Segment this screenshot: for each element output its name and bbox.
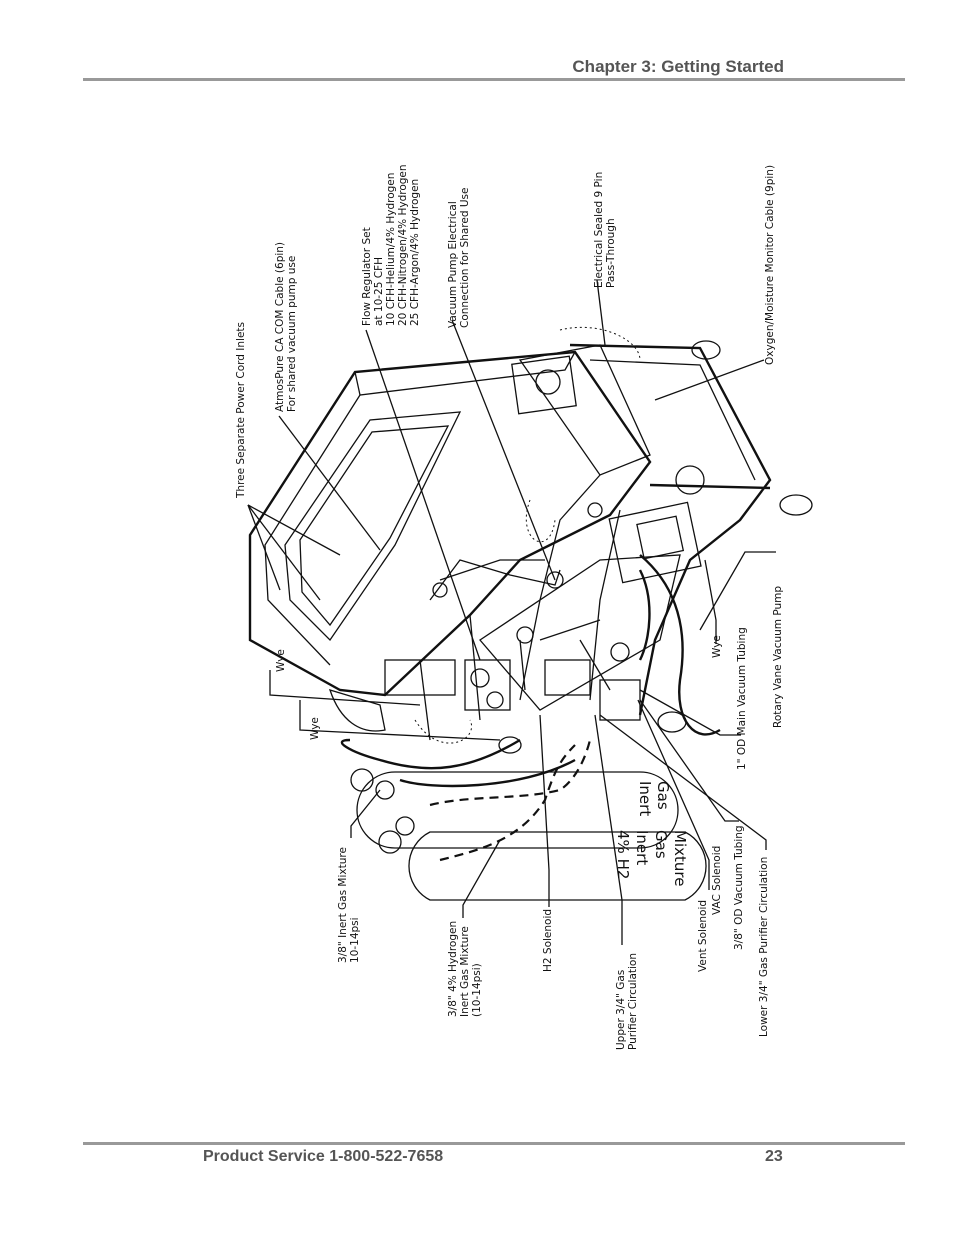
glovebox-drawing	[248, 326, 813, 788]
label-wye-3: Wye	[309, 717, 321, 740]
tank-h2-line1: 4% H2	[614, 830, 632, 879]
label-main-vac-tubing: 1" OD Main Vacuum Tubing	[736, 627, 748, 770]
label-flow-line3: 10 CFH-Helium/4% Hydrogen	[385, 173, 397, 326]
chapter-title: Chapter 3: Getting Started	[572, 57, 784, 76]
label-vac-solenoid: VAC Solenoid	[711, 846, 723, 915]
header-rule	[83, 78, 905, 81]
label-h2-line1: 3/8" 4% Hydrogen	[447, 921, 459, 1017]
label-flow-line1: Flow Regulator Set	[361, 227, 373, 326]
tank-inert-line2: Gas	[654, 781, 672, 810]
callout-labels: 3/8" Inert Gas Mixture 10-14psi 3/8" 4% …	[235, 164, 784, 1050]
label-inert-gas-psi: 10-14psi	[349, 917, 361, 963]
label-flow-line4: 20 CFH-Nitrogen/4% Hydrogen	[397, 164, 409, 326]
valve-cluster	[384, 642, 641, 721]
label-vac-tubing-38: 3/8" OD Vacuum Tubing	[733, 825, 745, 950]
label-upper-line1: Upper 3/4" Gas	[615, 970, 627, 1050]
label-vent-solenoid: Vent Solenoid	[697, 900, 709, 972]
footer-service-phone: Product Service 1-800-522-7658	[203, 1148, 444, 1165]
page-number: 23	[765, 1148, 783, 1165]
tank-inert-line1: Inert	[636, 781, 654, 816]
label-flow-line5: 25 CFH-Argon/4% Hydrogen	[409, 179, 421, 326]
leader-lines	[247, 279, 776, 945]
label-vpe-line1: Vacuum Pump Electrical	[447, 201, 459, 328]
label-wye-1: Wye	[711, 635, 723, 658]
label-h2-line2: Inert Gas Mixture	[459, 926, 471, 1017]
tank-h2-line3: Gas	[652, 830, 670, 859]
label-inert-gas: 3/8" Inert Gas Mixture	[337, 847, 349, 963]
label-rotary-pump: Rotary Vane Vacuum Pump	[772, 586, 784, 728]
label-com-line2: For shared vacuum pump use	[286, 256, 298, 412]
label-vpe-line2: Connection for Shared Use	[459, 188, 471, 328]
label-flow-line2: at 10-25 CFH	[373, 257, 385, 326]
tank-h2-line2: Inert	[633, 830, 651, 865]
label-h2-solenoid: H2 Solenoid	[542, 909, 554, 972]
label-h2-line3: (10-14psi)	[471, 963, 483, 1017]
label-o2-cable: Oxygen/Moisture Monitor Cable (9pin)	[764, 165, 776, 365]
label-power-inlets: Three Separate Power Cord Inlets	[235, 322, 247, 499]
tank-h2-line4: Mixture	[671, 830, 689, 886]
label-com-line1: AtmosPure CA COM Cable (6pin)	[274, 242, 286, 412]
label-elec-line1: Electrical Sealed 9 Pin	[593, 172, 605, 288]
gas-tanks: Inert Gas 4% H2 Inert Gas Mixture	[350, 739, 707, 901]
label-wye-2: Wye	[275, 649, 287, 672]
label-lower-circ: Lower 3/4" Gas Purifier Circulation	[758, 857, 770, 1037]
label-upper-line2: Purifier Circulation	[627, 953, 639, 1050]
footer-rule	[83, 1142, 905, 1145]
label-elec-line2: Pass-Through	[605, 218, 617, 288]
